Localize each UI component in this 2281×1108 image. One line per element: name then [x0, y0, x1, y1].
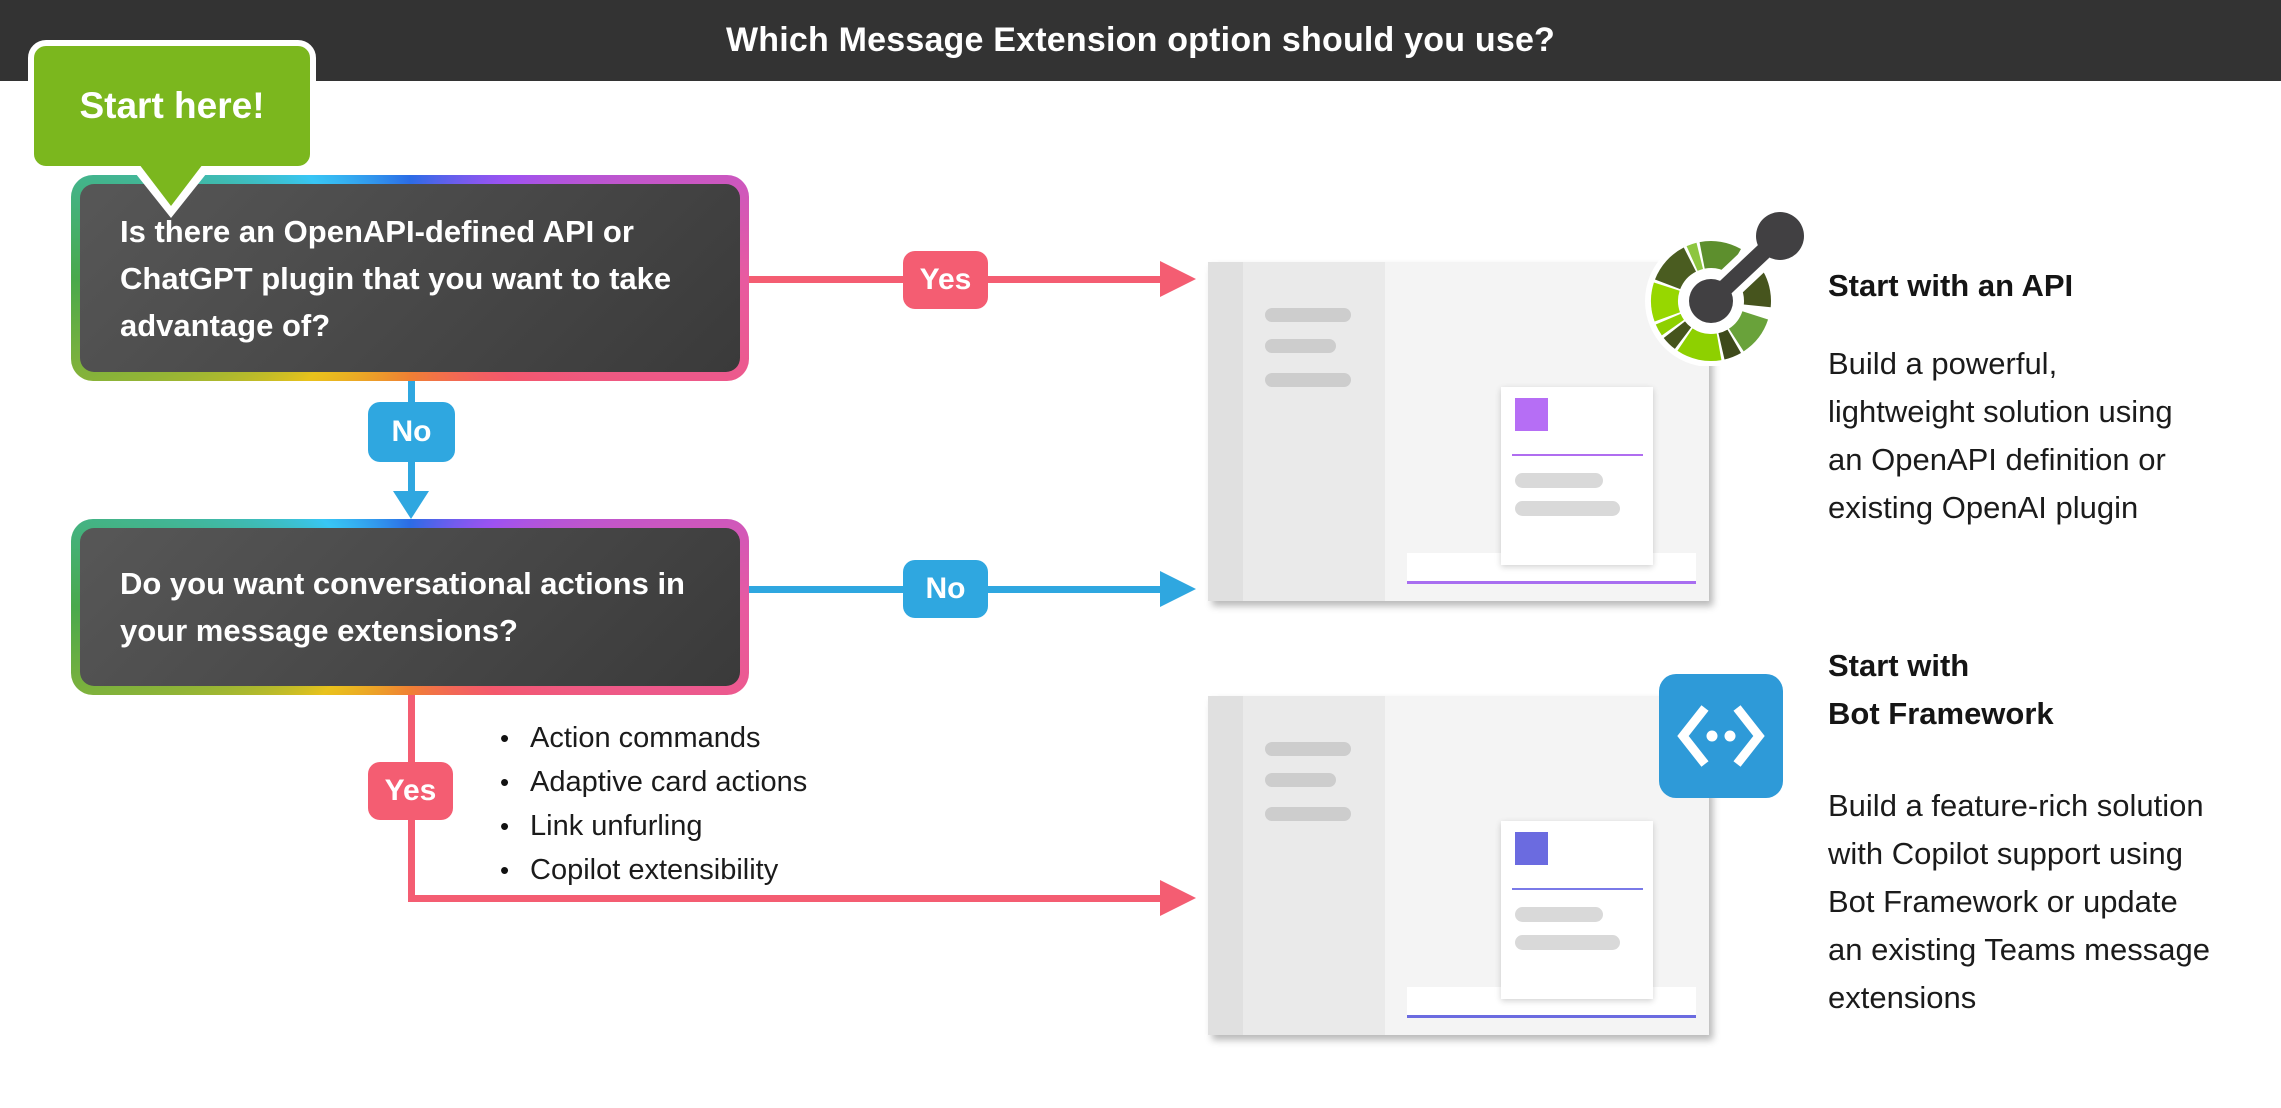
mockup-left-strip [1208, 696, 1243, 1035]
accent-square [1515, 398, 1548, 431]
openapi-wheel-icon [1643, 196, 1813, 367]
no-connector-2-arrowhead-icon [1160, 571, 1196, 607]
accent-line [1512, 454, 1643, 456]
yes-options-list: •Action commands •Adaptive card actions … [500, 716, 807, 892]
bot-framework-icon [1659, 674, 1783, 798]
bullet-icon: • [500, 854, 510, 885]
mockup-message-panel [1501, 821, 1653, 999]
accent-square [1515, 832, 1548, 865]
skeleton-bar [1265, 742, 1351, 756]
question-box-2: Do you want conversational actions in yo… [71, 519, 749, 695]
option-label: Action commands [530, 721, 761, 754]
skeleton-bar [1265, 308, 1351, 322]
skeleton-bar [1515, 907, 1603, 922]
outcome-bot-title: Start with Bot Framework [1828, 648, 2054, 731]
no-badge-2: No [903, 560, 988, 618]
yes-connector-2-arrowhead-icon [1160, 880, 1196, 916]
header-bar: Which Message Extension option should yo… [0, 0, 2281, 81]
list-item: • Adaptive card actions [500, 760, 807, 804]
mockup-card-api [1208, 262, 1709, 601]
skeleton-bar [1265, 773, 1336, 787]
skeleton-bar [1265, 339, 1336, 353]
skeleton-bar [1265, 807, 1351, 821]
yes-badge-2: Yes [368, 762, 453, 820]
start-here-badge: Start here! [28, 40, 316, 172]
skeleton-bar [1515, 473, 1603, 488]
list-item: • Copilot extensibility [500, 848, 807, 892]
yes-badge-1: Yes [903, 251, 988, 309]
yes-badge-1-label: Yes [919, 263, 972, 296]
skeleton-bar [1265, 373, 1351, 387]
start-here-label: Start here! [79, 85, 265, 126]
mockup-card-bot [1208, 696, 1709, 1035]
page-title: Which Message Extension option should yo… [725, 21, 1556, 59]
question-text-2: Do you want conversational actions in yo… [80, 528, 740, 686]
yes-badge-2-label: Yes [384, 774, 437, 807]
yes-connector-2-hline [408, 895, 1160, 902]
question-text-1: Is there an OpenAPI-defined API or ChatG… [80, 184, 740, 372]
option-label: Adaptive card actions [530, 765, 808, 798]
no-connector-1-arrowhead-icon [393, 491, 429, 519]
skeleton-bar [1515, 935, 1620, 950]
mockup-compose-underline [1407, 1015, 1696, 1018]
list-item: • Link unfurling [500, 804, 807, 848]
option-label: Copilot extensibility [530, 853, 779, 886]
yes-connector-1-arrowhead-icon [1160, 261, 1196, 297]
option-label: Link unfurling [530, 809, 703, 842]
skeleton-bar [1515, 501, 1620, 516]
bullet-icon: • [500, 810, 510, 841]
outcome-api-description: Build a powerful, lightweight solution u… [1828, 346, 2173, 525]
question-box-1: Is there an OpenAPI-defined API or ChatG… [71, 175, 749, 381]
mockup-left-strip [1208, 262, 1243, 601]
bullet-icon: • [500, 766, 510, 797]
mockup-compose-underline [1407, 581, 1696, 584]
no-badge-1-label: No [391, 415, 432, 448]
outcome-api-title: Start with an API [1828, 268, 2074, 303]
mockup-message-panel [1501, 387, 1653, 565]
bullet-icon: • [500, 722, 510, 753]
no-badge-2-label: No [925, 572, 966, 605]
accent-line [1512, 888, 1643, 890]
list-item: • Action commands [500, 716, 807, 760]
no-badge-1: No [368, 402, 455, 462]
outcome-bot-description: Build a feature-rich solution with Copil… [1828, 788, 2210, 1015]
